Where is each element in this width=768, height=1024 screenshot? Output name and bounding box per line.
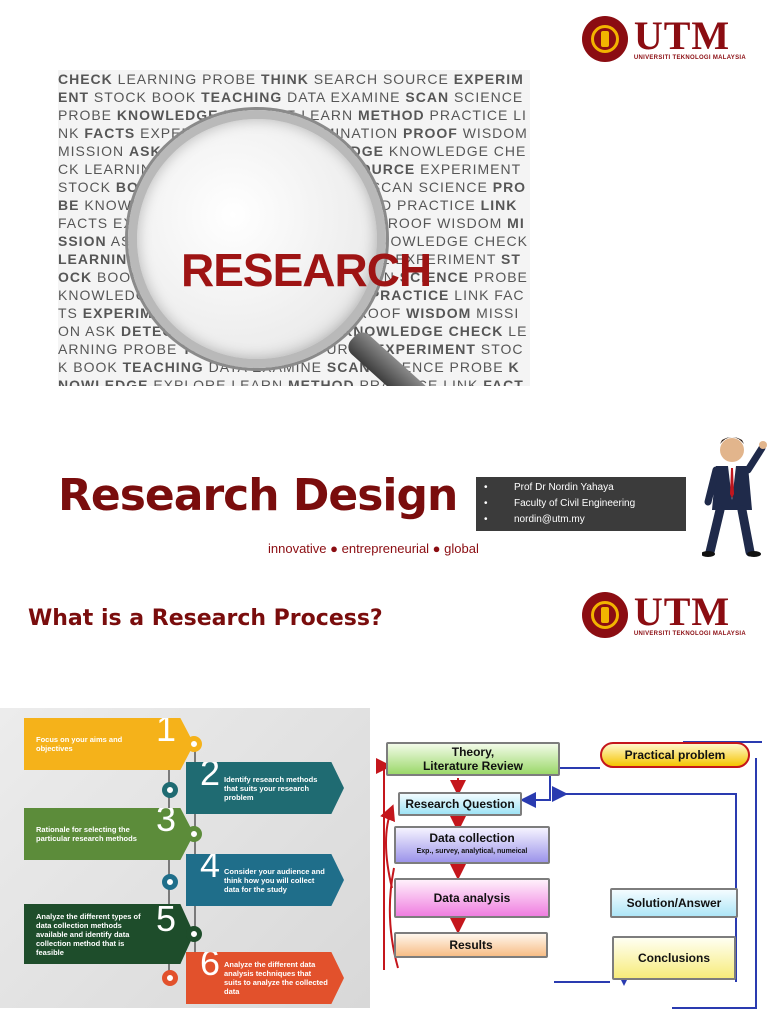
- research-process-slide: What is a Research Process? UTM UNIVERSI…: [0, 576, 768, 1024]
- data-collection-label: Data collection: [429, 831, 515, 845]
- step-text: Focus on your aims and objectives: [36, 735, 123, 753]
- step-number: 4: [200, 844, 221, 885]
- step-text: Consider your audience and think how you…: [224, 866, 325, 894]
- step-1: Focus on your aims and objectives 1: [24, 718, 194, 770]
- step-5: Analyze the different types of data coll…: [24, 904, 194, 964]
- author-faculty-item: •Faculty of Civil Engineering: [484, 496, 686, 512]
- utm-logo-subtitle: UNIVERSITI TEKNOLOGI MALAYSIA: [633, 631, 746, 637]
- solution-answer-box: Solution/Answer: [610, 888, 738, 918]
- tagline: innovative ● entrepreneurial ● global: [268, 541, 479, 556]
- step-text: Analyze the different data analysis tech…: [224, 960, 328, 996]
- step-text: Rationale for selecting the particular r…: [36, 825, 137, 843]
- conclusions-label: Conclusions: [637, 951, 710, 965]
- author-name: Prof Dr Nordin Yahaya: [514, 482, 614, 493]
- research-flow-diagram: Theory, Literature Review Practical prob…: [374, 738, 764, 1014]
- author-name-item: •Prof Dr Nordin Yahaya: [484, 480, 686, 496]
- utm-logo-word: UTM: [633, 13, 731, 58]
- solution-answer-label: Solution/Answer: [626, 896, 722, 910]
- data-analysis-box: Data analysis: [394, 878, 550, 918]
- author-email: nordin@utm.my: [514, 514, 585, 525]
- step-number: 2: [200, 752, 221, 793]
- author-faculty: Faculty of Civil Engineering: [514, 498, 636, 509]
- utm-seal-icon: [581, 592, 628, 638]
- step-number: 6: [200, 942, 221, 983]
- step-number: 5: [155, 898, 176, 939]
- research-word-cloud-image: CHECK LEARNING PROBE THINK SEARCH SOURCE…: [58, 70, 530, 386]
- six-steps-infographic: Focus on your aims and objectives 1 2 Id…: [0, 708, 370, 1008]
- step-4: 4 Consider your audience and think how y…: [186, 854, 344, 906]
- step-dot: [186, 826, 202, 842]
- theory-box: Theory, Literature Review: [386, 742, 560, 776]
- step-2: 2 Identify research methods that suits y…: [186, 762, 344, 814]
- step-text: Analyze the different types of data coll…: [36, 911, 141, 957]
- step-dot: [162, 874, 178, 890]
- utm-logo-word: UTM: [633, 589, 731, 634]
- step-number: 3: [155, 798, 176, 839]
- step-dot: [186, 736, 202, 752]
- step-3: Rationale for selecting the particular r…: [24, 808, 194, 860]
- results-box: Results: [394, 932, 548, 958]
- step-dot: [186, 926, 202, 942]
- title-slide: UTM UNIVERSITI TEKNOLOGI MALAYSIA CHECK …: [58, 13, 767, 557]
- utm-logo: UTM UNIVERSITI TEKNOLOGI MALAYSIA: [581, 589, 746, 638]
- data-collection-box: Data collection Exp., survey, analytical…: [394, 826, 550, 864]
- utm-logo-subtitle: UNIVERSITI TEKNOLOGI MALAYSIA: [633, 55, 746, 61]
- practical-problem-box: Practical problem: [600, 742, 750, 768]
- author-email-item: •nordin@utm.my: [484, 512, 686, 528]
- presenter-mascot-icon: [702, 437, 767, 557]
- results-label: Results: [449, 938, 493, 952]
- theory-label: Theory, Literature Review: [422, 745, 524, 773]
- research-question-label: Research Question: [405, 797, 515, 811]
- author-info-box: •Prof Dr Nordin Yahaya •Faculty of Civil…: [476, 477, 686, 531]
- slide-title: Research Design: [58, 470, 458, 521]
- step-6: 6 Analyze the different data analysis te…: [186, 952, 344, 1004]
- step-dot: [162, 970, 178, 986]
- data-analysis-label: Data analysis: [433, 891, 511, 905]
- utm-seal-icon: [581, 16, 628, 62]
- magnifying-glass-icon: RESEARCH: [128, 110, 432, 368]
- data-collection-sublabel: Exp., survey, analytical, numeical: [416, 848, 528, 855]
- magnified-word: RESEARCH: [181, 244, 432, 296]
- utm-logo: UTM UNIVERSITI TEKNOLOGI MALAYSIA: [581, 13, 746, 62]
- step-number: 1: [155, 708, 176, 749]
- step-text: Identify research methods that suits you…: [224, 774, 318, 802]
- slide-title: What is a Research Process?: [28, 606, 383, 631]
- conclusions-box: Conclusions: [612, 936, 736, 980]
- practical-problem-label: Practical problem: [624, 748, 726, 762]
- step-dot: [162, 782, 178, 798]
- research-question-box: Research Question: [398, 792, 522, 816]
